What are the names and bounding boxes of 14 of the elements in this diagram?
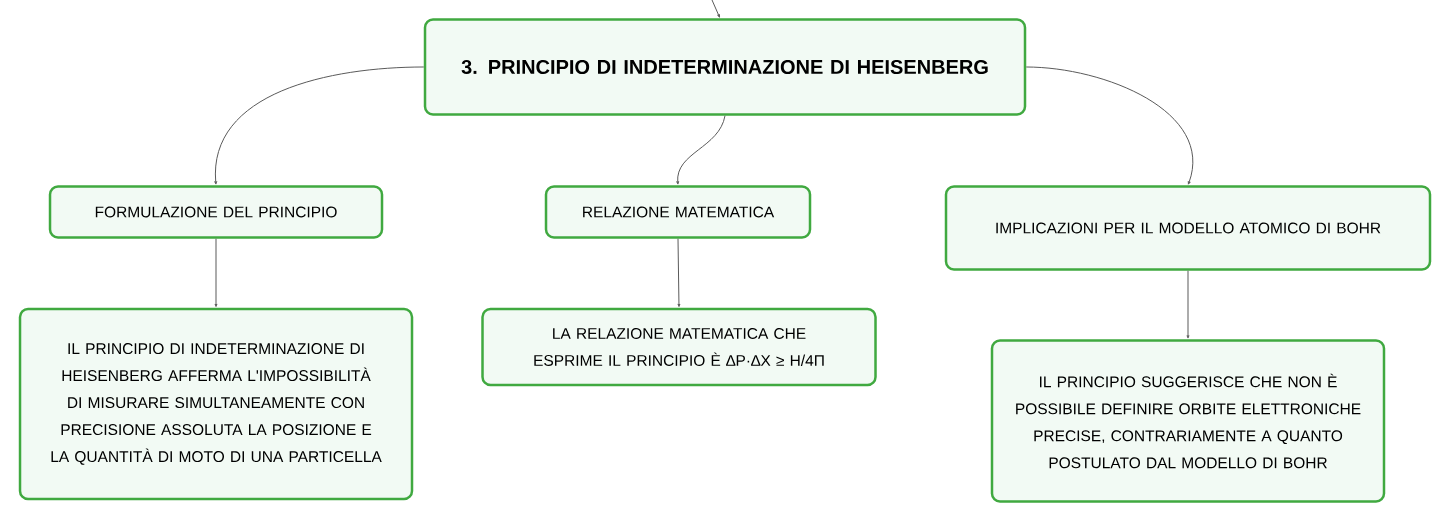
- arrow: [214, 66, 425, 185]
- topic-box: IMPLICAZIONI PER IL MODELLO ATOMICO DI BOHR: [944, 185, 1432, 271]
- topic-box: IL PRINCIPIO DI INDETERMINAZIONE DI HEISENBERG AFFERMA L'IMPOSSIBILITÀ DI MISURARE SIMULTANEAMENTE CON PRECISIONE ASSOLUTA LA POSIZIONE E LA QUANTITÀ DI MOTO DI UNA PARTICELLA: [18, 307, 414, 501]
- arrow: [1025, 66, 1194, 185]
- arrow: [214, 238, 218, 308]
- arrow: [1186, 270, 1190, 339]
- topic-box: FORMULAZIONE DEL PRINCIPIO: [48, 185, 384, 239]
- topic-box: LA RELAZIONE MATEMATICA CHE ESPRIME IL PRINCIPIO È ∆P·∆X ≥ H/4Π: [481, 307, 877, 387]
- topic-box: 3. PRINCIPIO DI INDETERMINAZIONE DI HEISENBERG: [423, 18, 1027, 116]
- arrow: [677, 238, 681, 308]
- arrow: [676, 115, 726, 185]
- topic-box: IL PRINCIPIO SUGGERISCE CHE NON È POSSIBILE DEFINIRE ORBITE ELETTRONICHE PRECISE, CONTRARIAMENTE A QUANTO POSTULATO DAL MODELLO DI BOHR: [990, 339, 1386, 503]
- topic-box: RELAZIONE MATEMATICA: [544, 185, 812, 239]
- arrow: [711, 0, 720, 18]
